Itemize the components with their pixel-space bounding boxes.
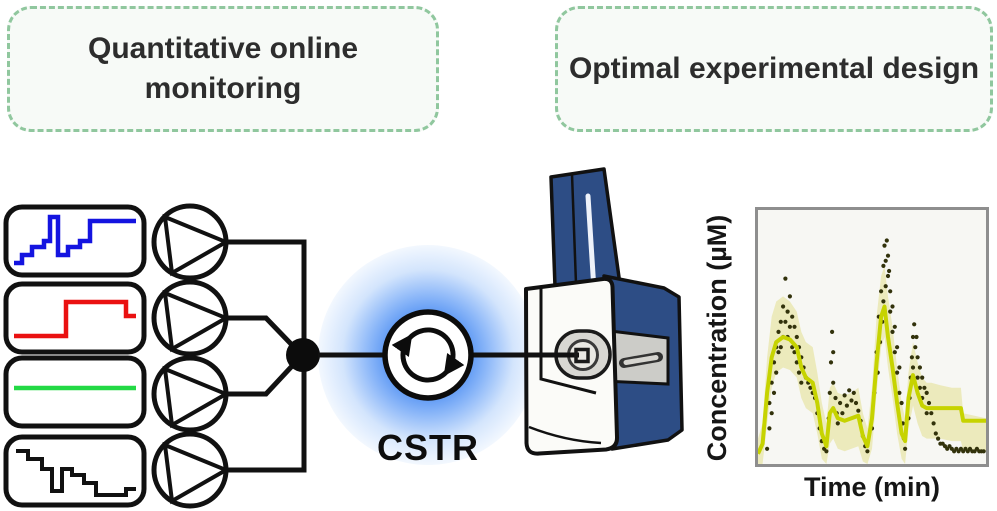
front-panel-bottom-crease	[528, 425, 602, 445]
mixing-node-icon	[286, 338, 320, 372]
pump-icons	[151, 203, 231, 509]
inlet-port-icon	[574, 347, 590, 364]
profile-card-2	[3, 281, 147, 355]
chart-y-axis-label: Concentration (µM)	[702, 214, 732, 462]
recycle-arrow-bottom	[391, 333, 454, 383]
tower-highlight	[585, 193, 597, 293]
pump-icon-4	[151, 431, 231, 509]
descending-step-signal-icon	[16, 449, 136, 497]
chart-x-axis-label: Time (min)	[803, 472, 940, 502]
chart-plot-area	[755, 207, 989, 467]
front-panel-crease	[539, 287, 597, 395]
single-step-signal-icon	[14, 299, 136, 339]
profile-card-4	[3, 434, 147, 508]
multi-step-signal-icon	[14, 214, 136, 266]
callout-optimal-design: Optimal experimental design	[555, 6, 993, 132]
pump-icon-1	[151, 203, 231, 281]
chart-canvas	[756, 238, 986, 464]
cstr-icon	[382, 309, 474, 401]
pump-icon-2	[151, 279, 231, 357]
reactor-label: CSTR	[377, 427, 479, 468]
profile-card-3	[3, 355, 147, 429]
pump-icon-3	[151, 355, 231, 433]
callout-optimal-design-label: Optimal experimental design	[568, 51, 980, 85]
input-profile-cards	[3, 204, 147, 508]
callout-quantitative-monitoring-label: Quantitative online monitoring	[87, 31, 359, 106]
mass-spectrometer-icon	[524, 167, 684, 456]
feed-lines	[226, 239, 307, 473]
callout-quantitative-monitoring: Quantitative online monitoring	[7, 6, 439, 132]
profile-card-1	[3, 204, 147, 278]
side-slot-fill	[623, 355, 659, 365]
